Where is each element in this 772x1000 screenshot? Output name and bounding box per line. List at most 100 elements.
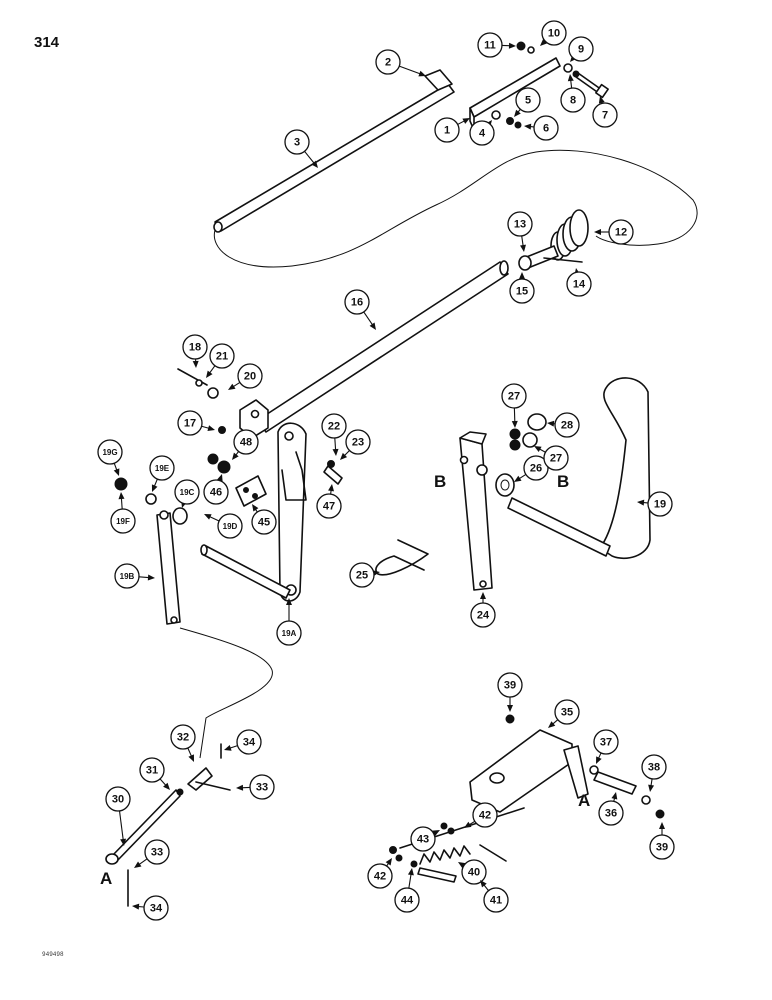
callout-label: 8 — [570, 95, 576, 107]
callout-22: 22 — [321, 413, 347, 456]
callout-leader-line — [120, 496, 123, 510]
callout-label: 18 — [189, 342, 201, 354]
callout-circle — [483, 887, 509, 913]
callout-label: 17 — [184, 418, 196, 430]
callout-label: 35 — [561, 707, 573, 719]
callout-arrowhead — [480, 592, 486, 599]
callout-circle — [501, 383, 527, 409]
callout-label: 3 — [294, 137, 300, 149]
callout-circle — [509, 278, 535, 304]
callout-18: 18 — [182, 334, 208, 368]
callout-arrowhead — [659, 822, 665, 829]
callout-label: 5 — [525, 95, 531, 107]
callout-label: 32 — [177, 732, 189, 744]
callout-circle — [249, 774, 275, 800]
callout-arrowhead — [113, 468, 120, 476]
callout-circle — [251, 509, 277, 535]
callout-circle — [461, 859, 487, 885]
callout-19: 19 — [637, 491, 673, 517]
callout-circle — [105, 786, 131, 812]
callout-arrowhead — [286, 598, 292, 605]
callout-arrowhead — [524, 123, 532, 130]
callout-label: 34 — [150, 903, 163, 915]
callout-33: 33 — [236, 774, 275, 800]
callout-circle — [375, 49, 401, 75]
callout-arrowhead — [598, 96, 605, 104]
callout-47: 47 — [316, 484, 342, 519]
callout-34: 34 — [224, 729, 262, 755]
callout-27: 27 — [501, 383, 527, 428]
callout-9: 9 — [568, 36, 594, 62]
callout-3: 3 — [284, 129, 318, 168]
callout-45: 45 — [251, 504, 277, 535]
callout-label: 33 — [151, 847, 163, 859]
callout-circle — [410, 826, 436, 852]
callout-15: 15 — [509, 272, 535, 304]
callout-circle — [543, 445, 569, 471]
callout-label: 19 — [654, 499, 666, 511]
callout-6: 6 — [524, 115, 559, 141]
callout-12: 12 — [594, 219, 634, 245]
callout-arrowhead — [611, 792, 618, 800]
callout-circle — [560, 87, 586, 113]
callout-arrowhead — [147, 574, 155, 581]
callout-19C: 19C — [174, 479, 200, 508]
reference-letters: B B A A — [100, 472, 590, 888]
callout-label: 12 — [615, 227, 627, 239]
callout-label: 13 — [514, 219, 526, 231]
callout-19G: 19G — [97, 439, 123, 476]
callout-leader-line — [304, 150, 316, 165]
callout-label: 4 — [479, 128, 486, 140]
callout-arrowhead — [151, 484, 158, 492]
callout-arrowhead — [120, 838, 127, 846]
callout-label: 47 — [323, 501, 335, 513]
callout-46: 46 — [203, 474, 229, 505]
callout-circle — [233, 429, 259, 455]
callout-39: 39 — [649, 822, 675, 860]
callout-27: 27 — [534, 445, 569, 471]
callout-36: 36 — [598, 792, 624, 826]
callout-circle — [434, 117, 460, 143]
callout-arrowhead — [192, 360, 199, 368]
callout-arrowhead — [252, 504, 259, 512]
callout-label: 19D — [223, 522, 238, 531]
callout-label: 27 — [550, 453, 562, 465]
callout-label: 23 — [352, 437, 364, 449]
callout-arrowhead — [596, 756, 602, 764]
lever-35 — [469, 729, 589, 813]
callout-arrowhead — [462, 118, 470, 124]
callout-10: 10 — [540, 20, 567, 46]
callout-arrowhead — [508, 42, 516, 49]
callout-arrowhead — [594, 229, 601, 235]
callout-label: 19A — [282, 629, 297, 638]
callout-11: 11 — [477, 32, 516, 58]
callout-leader-line — [363, 311, 374, 327]
callout-arrowhead — [134, 861, 142, 868]
callout-arrowhead — [206, 370, 213, 378]
callout-arrowhead — [511, 420, 518, 428]
spring-12 — [550, 209, 589, 261]
callout-label: 16 — [351, 297, 363, 309]
callout-arrowhead — [534, 446, 542, 452]
callout-label: 48 — [240, 437, 252, 449]
callout-arrowhead — [540, 39, 548, 46]
callout-label: 6 — [543, 123, 549, 135]
callout-label: 28 — [561, 420, 573, 432]
callout-label: 19E — [155, 464, 170, 473]
callout-arrowhead — [547, 420, 555, 427]
callout-circle — [170, 724, 196, 750]
callout-38: 38 — [641, 754, 667, 792]
callout-label: 44 — [401, 895, 414, 907]
callout-arrowhead — [232, 452, 239, 460]
callout-circle — [316, 493, 342, 519]
callout-1: 1 — [434, 117, 470, 143]
callout-arrowhead — [464, 821, 472, 828]
callout-41: 41 — [480, 880, 509, 913]
callout-circle — [236, 729, 262, 755]
callout-21: 21 — [206, 343, 235, 378]
callout-arrowhead — [648, 784, 655, 792]
callout-circle — [177, 410, 203, 436]
callout-label: 22 — [328, 421, 340, 433]
callout-label: 19C — [180, 488, 195, 497]
callout-14: 14 — [566, 268, 592, 297]
